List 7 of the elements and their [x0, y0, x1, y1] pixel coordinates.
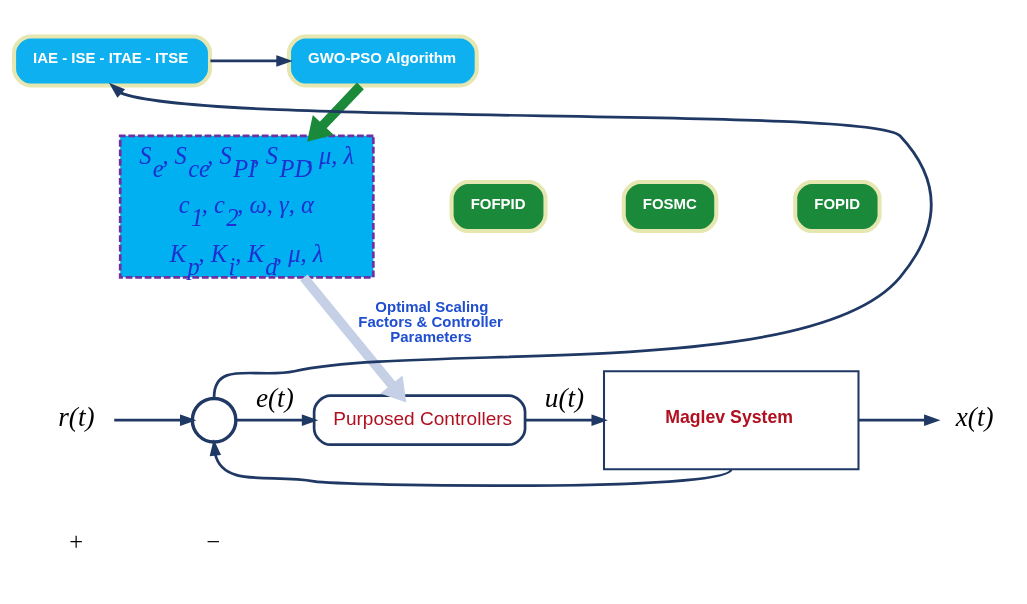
label: − [206, 527, 221, 555]
node-text: x(t) [955, 401, 994, 432]
label: + [69, 527, 83, 555]
node-text: r(t) [58, 401, 95, 432]
edge-label: Optimal Scaling Factors & Controller Parameters [358, 297, 503, 345]
edge-label: e(t) [255, 382, 294, 413]
edge-label: u(t) [544, 382, 585, 413]
